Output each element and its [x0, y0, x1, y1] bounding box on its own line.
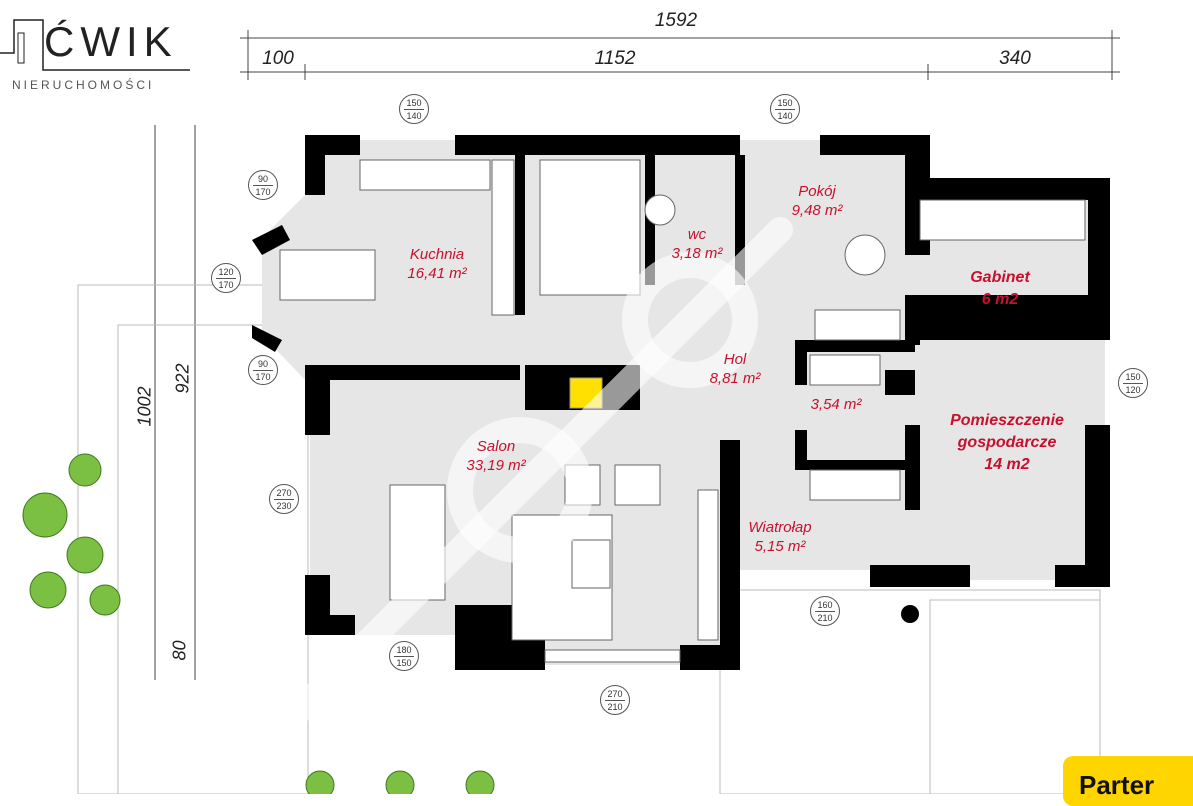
- plants: [22, 453, 495, 794]
- dim-total: 1592: [654, 10, 698, 31]
- dim-segment: 1152: [594, 48, 636, 69]
- logo-name: ĆWIK: [44, 18, 178, 65]
- dim-left: 922: [172, 363, 193, 394]
- dimension-lines: [154, 30, 1120, 680]
- logo-subtitle: NIERUCHOMOŚCI: [12, 78, 155, 92]
- dim-segment: 340: [999, 48, 1031, 69]
- column: [901, 605, 919, 623]
- dim-left: 80: [169, 640, 190, 661]
- logo-icon: [0, 19, 190, 71]
- dim-left: 1002: [134, 386, 155, 427]
- room-bathroom: 3,54 m²: [810, 396, 862, 413]
- floor-badge: Parter: [1063, 756, 1193, 806]
- dim-segment: 100: [262, 48, 294, 69]
